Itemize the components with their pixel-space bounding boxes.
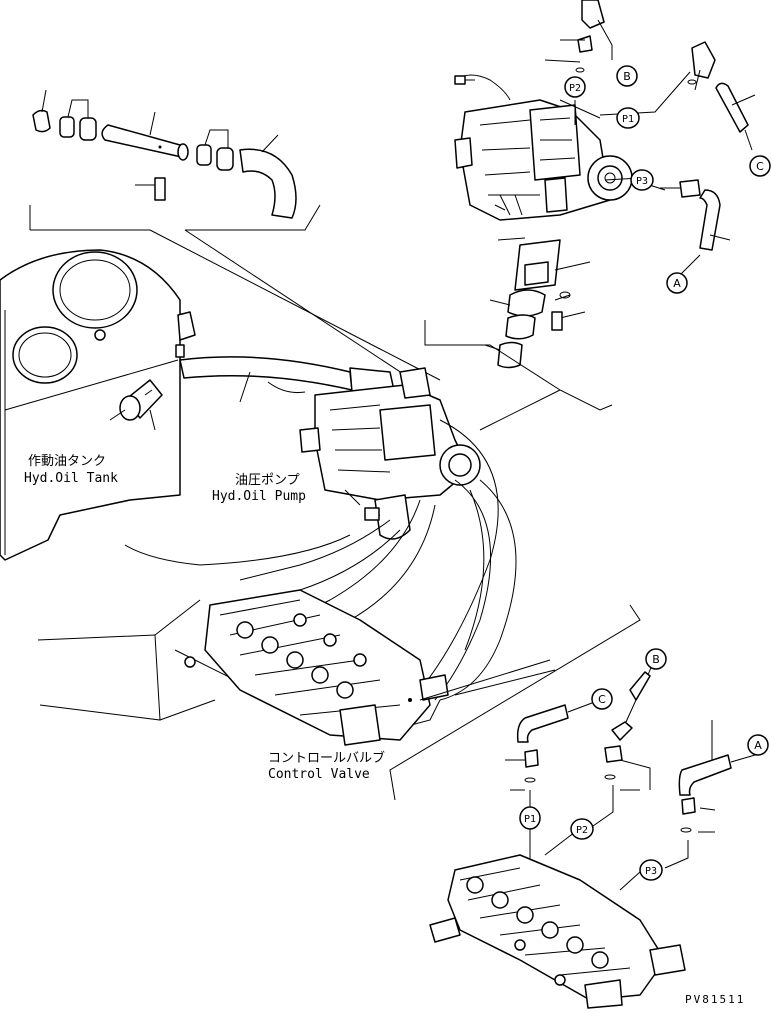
callout-C-text: C (756, 160, 764, 173)
callout-P3-top: P3 (630, 169, 654, 191)
valve-detail (429, 664, 756, 1009)
callout-P2-top: P2 (564, 76, 586, 98)
callout-P3-bottom-text: P3 (645, 866, 657, 877)
drawing-code: PV81511 (685, 993, 745, 1006)
callout-C-bottom-text: C (598, 693, 606, 706)
callout-P3-bottom: P3 (639, 859, 663, 881)
pump-label-jp: 油圧ポンプ (235, 473, 300, 488)
valve-label-jp: コントロールバルブ (268, 750, 385, 766)
center-pump (179, 356, 481, 540)
callout-A-bottom: A (747, 734, 769, 756)
pump-label-en: Hyd.Oil Pump (212, 489, 306, 504)
hydraulic-tank (0, 249, 196, 561)
suction-hose-assembly (29, 89, 441, 386)
callout-C-top: C (749, 155, 771, 177)
valve-label-en: Control Valve (268, 767, 370, 782)
callout-A-bottom-text: A (754, 739, 762, 752)
callout-P2-bottom-text: P2 (576, 825, 588, 836)
callout-B-bottom: B (645, 648, 667, 670)
callout-A-top: A (666, 272, 688, 294)
pump-detail (424, 0, 756, 431)
valve-label: コントロールバルブ Control Valve (268, 750, 385, 782)
callout-B-bottom-text: B (652, 653, 660, 666)
tank-label-en: Hyd.Oil Tank (24, 471, 118, 486)
callout-P1-top: P1 (616, 107, 640, 129)
callout-B-top: B (616, 65, 638, 87)
callout-C-bottom: C (591, 688, 613, 710)
callout-B-text: B (623, 70, 631, 83)
pump-label: 油圧ポンプ Hyd.Oil Pump (212, 473, 306, 504)
callout-P1-bottom: P1 (519, 806, 541, 830)
callout-P2-bottom: P2 (570, 818, 594, 840)
callout-P1-text: P1 (622, 114, 634, 125)
callout-P3-text: P3 (636, 176, 648, 187)
callout-A-text: A (673, 277, 681, 290)
callout-P2-text: P2 (569, 83, 581, 94)
tank-label: 作動油タンク Hyd.Oil Tank (24, 454, 118, 486)
control-valve-center (184, 589, 449, 746)
callout-P1-bottom-text: P1 (524, 814, 536, 825)
tank-label-jp: 作動油タンク (28, 454, 106, 469)
